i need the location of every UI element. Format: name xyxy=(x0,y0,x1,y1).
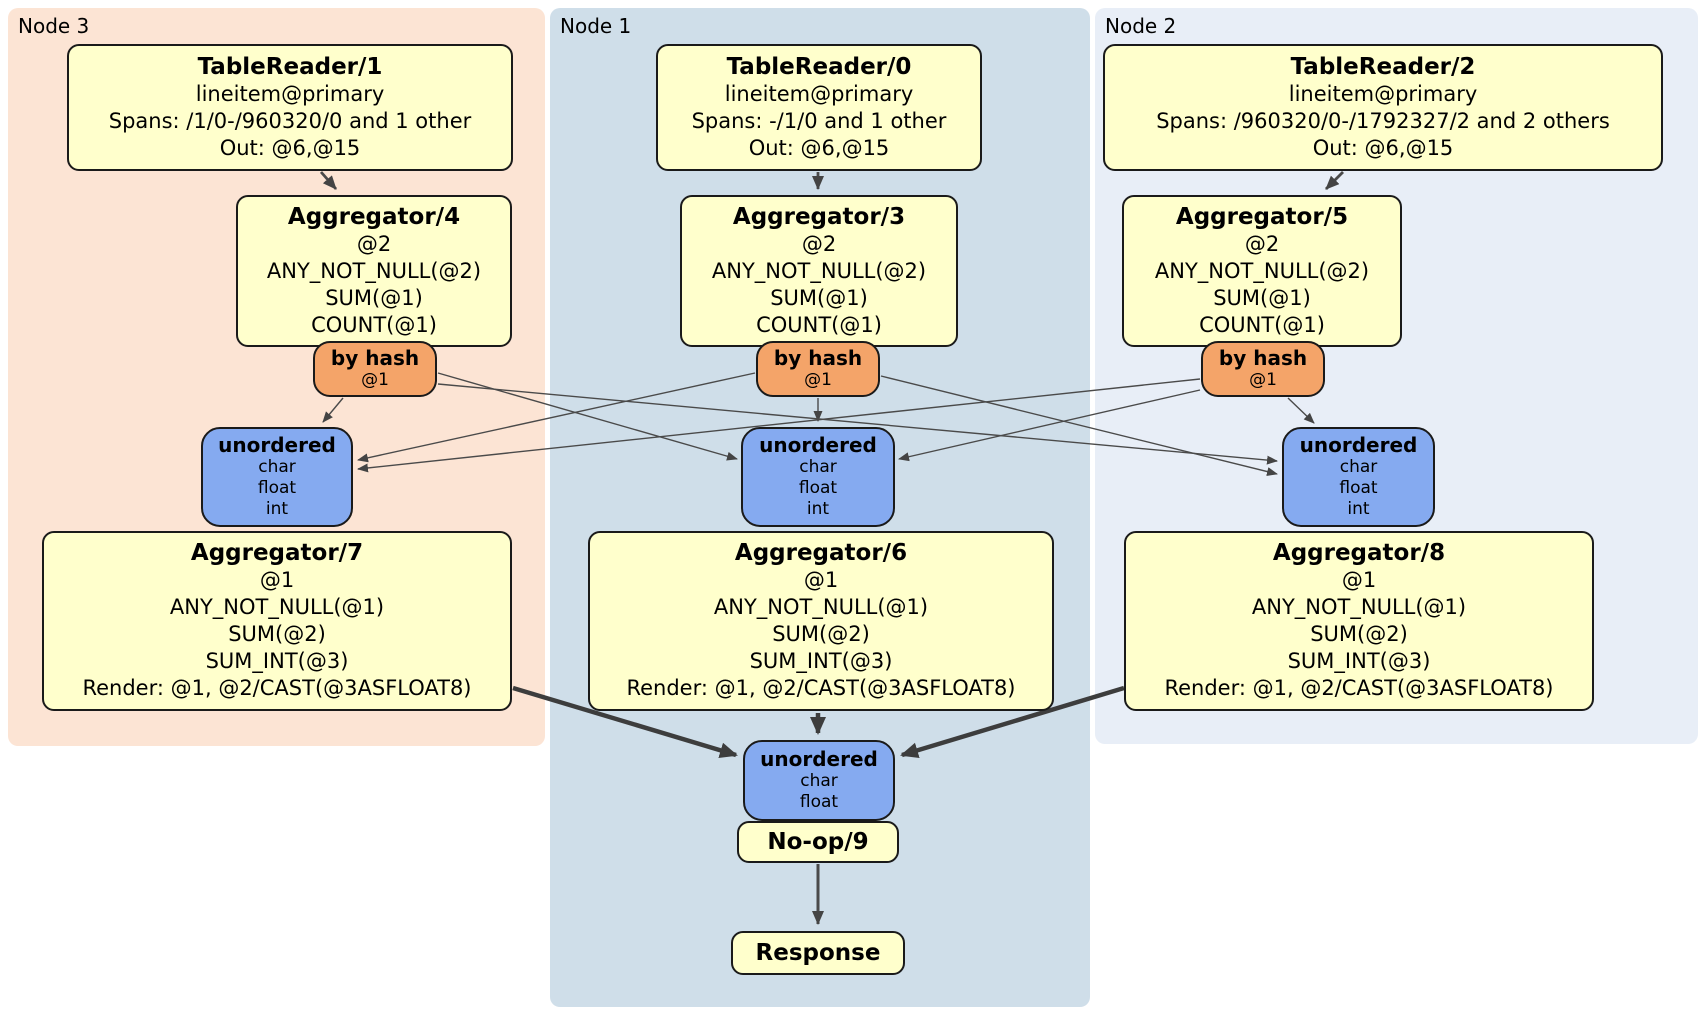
unordered-sync-final: unordered char float xyxy=(743,740,895,821)
edge-tablereader1-to-aggregator4 xyxy=(319,171,338,190)
aggregator-3-box: Aggregator/3 @2 ANY_NOT_NULL(@2) SUM(@1)… xyxy=(680,195,958,347)
edge-hashrouter1-to-sync3 xyxy=(357,372,756,463)
table-reader-1-box: TableReader/1 lineitem@primary Spans: /1… xyxy=(67,44,513,171)
edge-aggregator8-to-final-sync xyxy=(900,685,1125,759)
edge-hashrouter2-to-sync3 xyxy=(357,378,1201,473)
table-reader-0-box: TableReader/0 lineitem@primary Spans: -/… xyxy=(656,44,982,171)
aggregator-7-box: Aggregator/7 @1 ANY_NOT_NULL(@1) SUM(@2)… xyxy=(42,531,512,711)
unordered-sync-node2: unordered char float int xyxy=(1282,427,1435,527)
edge-tablereader2-to-aggregator5 xyxy=(1325,171,1344,190)
aggregator-4-box: Aggregator/4 @2 ANY_NOT_NULL(@2) SUM(@1)… xyxy=(236,195,512,347)
unordered-sync-node3: unordered char float int xyxy=(201,427,353,527)
table-reader-2-box: TableReader/2 lineitem@primary Spans: /9… xyxy=(1103,44,1663,171)
node2-label: Node 2 xyxy=(1105,14,1177,38)
edge-hashrouter2-to-sync1 xyxy=(898,389,1201,462)
edge-aggregator7-to-final-sync xyxy=(512,685,738,759)
node3-label: Node 3 xyxy=(18,14,90,38)
edge-hashrouter3-to-sync2 xyxy=(437,383,1278,465)
aggregator-5-box: Aggregator/5 @2 ANY_NOT_NULL(@2) SUM(@1)… xyxy=(1122,195,1402,347)
hash-router-node1: by hash @1 xyxy=(756,341,880,397)
edge-hashrouter1-to-sync2 xyxy=(880,375,1278,476)
aggregator-6-box: Aggregator/6 @1 ANY_NOT_NULL(@1) SUM(@2)… xyxy=(588,531,1054,711)
noop-box: No-op/9 xyxy=(737,821,899,863)
response-box: Response xyxy=(731,931,905,975)
hash-router-node2: by hash @1 xyxy=(1201,341,1325,397)
edge-hashrouter2-to-sync2 xyxy=(1287,397,1315,424)
edge-hashrouter3-to-sync3 xyxy=(322,397,344,423)
aggregator-8-box: Aggregator/8 @1 ANY_NOT_NULL(@1) SUM(@2)… xyxy=(1124,531,1594,711)
unordered-sync-node1: unordered char float int xyxy=(741,427,895,527)
edge-hashrouter3-to-sync1 xyxy=(437,372,738,461)
node1-label: Node 1 xyxy=(560,14,632,38)
hash-router-node3: by hash @1 xyxy=(313,341,437,397)
